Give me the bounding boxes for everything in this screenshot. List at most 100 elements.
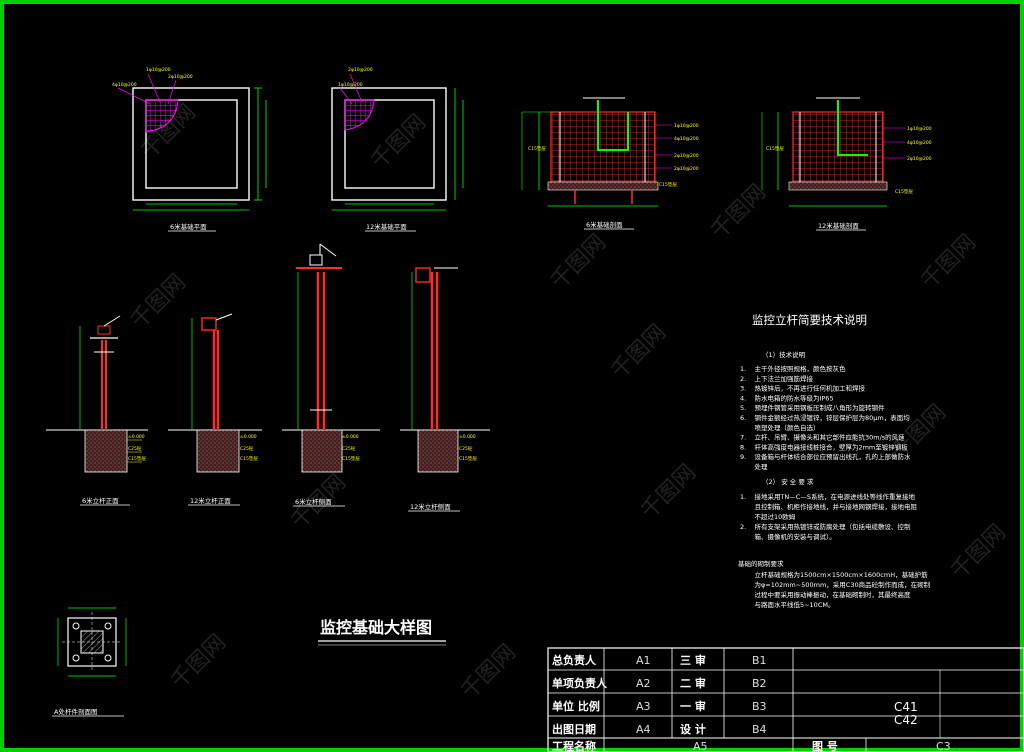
spec-line: 4. 防水电箱的防水等级为IP65 (740, 393, 834, 402)
title-block-value: B3 (752, 700, 767, 713)
elevation-12m-front: ±0.000 C25砼 C15垫层 12米立杆正面 (168, 313, 262, 506)
rebar-note: 2φ10@200 (674, 153, 699, 159)
spec-line: 且控制箱、机柜作接地线，并与接地网钢焊接，接地电阻 (740, 502, 917, 511)
rebar-note: 2φ10@200 (674, 166, 699, 172)
dim-note: C15垫层 (528, 145, 546, 152)
watermark-text: 千图网 (127, 270, 191, 334)
rebar-note: 4φ10@200 (674, 136, 699, 142)
spec-line: 不超过10欧姆 (740, 512, 796, 521)
ground-note: ±0.000 (459, 434, 476, 440)
spec-line: 3. 热镀锌后，不再进行任何机加工和焊接 (740, 384, 865, 393)
spec-sec2-list: 1. 接地采用TN—C—S系统，在电源进线处等线作重复接地 且控制箱、机柜作接地… (740, 492, 917, 541)
ground-note: C15垫层 (895, 188, 913, 195)
spec-line: 过程中要采用振动棒振动，在基础砌制时，其最终高度 (740, 590, 911, 599)
view-label-plan-6m: 6米基础平面 (170, 222, 207, 231)
ground-note: C15垫层 (459, 455, 477, 462)
title-block-label: 单位 比例 (552, 699, 600, 713)
dim-note: C15垫层 (766, 145, 784, 152)
rebar-note: 1φ10@200 (907, 126, 932, 132)
section-view-12m: C15垫层 1φ10@200 4φ10@200 2φ10@200 C15垫层 1… (761, 97, 932, 231)
title-block-value: A4 (636, 723, 651, 736)
watermark-text: 千图网 (707, 180, 771, 244)
spec-line: 喷塑处理（颜色自选） (740, 423, 819, 432)
ground-note: C15垫层 (240, 455, 258, 462)
title-block-label: 三 审 (680, 653, 706, 667)
plan-view-12m: 1φ10@200 2φ10@200 12米基础平面 (331, 67, 464, 232)
watermark-text: 千图网 (947, 520, 1011, 584)
watermark-text: 千图网 (457, 640, 521, 704)
title-block-value: B2 (752, 677, 767, 690)
spec-line: 2. 上下法兰加强筋焊接 (740, 374, 813, 383)
spec-line: 1. 主干外径按照规格，颜色按灰色 (740, 364, 846, 373)
spec-line: 9. 设备箱与杆体结合部位应预留出线孔，孔的上部做防水 (740, 452, 911, 461)
spec-line: 8. 杆体高强度电器接线桩接合，壁厚为2mm至镀锌钢板 (740, 442, 908, 451)
rebar-note: 1φ10@200 (338, 82, 363, 88)
watermark-text: 千图网 (917, 230, 981, 294)
plan-view-6m: 4φ10@200 1φ10@200 2φ10@200 6米基础平面 (112, 67, 267, 232)
watermark-text: 千图网 (547, 230, 611, 294)
watermark-text: 千图网 (637, 460, 701, 524)
rebar-note: 2φ10@200 (168, 74, 193, 80)
watermark-layer: 千图网千图网千图网千图网千图网千图网千图网千图网千图网千图网千图网千图网千图网 (127, 100, 1011, 704)
drawing-no-label: 图 号 (812, 740, 838, 752)
rebar-note: 2φ10@200 (907, 156, 932, 162)
title-block-label: 总负责人 (552, 653, 597, 667)
ground-note: C25砼 (128, 445, 142, 452)
spec-line: 1. 接地采用TN—C—S系统，在电源进线处等线作重复接地 (740, 492, 915, 501)
spec-line: 为φ=102mm~500mm，采用C30商品砼制作而成，在砌制 (740, 580, 931, 589)
main-title-block: 监控基础大样图 (318, 618, 446, 646)
title-block-value: A2 (636, 677, 651, 690)
title-block-label: 出图日期 (552, 722, 596, 736)
ground-note: C25砼 (240, 445, 254, 452)
title-block-value: B4 (752, 723, 767, 736)
elevation-12m-side: ±0.000 C25砼 C15垫层 12米立杆侧面 (400, 267, 490, 512)
ground-note: ±0.000 (128, 434, 145, 440)
rebar-note: 4φ10@200 (907, 140, 932, 146)
view-label-elev-6m-front: 6米立杆正面 (82, 496, 119, 505)
view-label-section-12m: 12米基础剖面 (818, 221, 859, 230)
rebar-note: 1φ10@200 (674, 123, 699, 129)
ground-note: C25砼 (459, 445, 473, 452)
elevation-6m-side: ±0.000 C25砼 C15垫层 6米立杆侧面 (282, 243, 380, 507)
spec-line: 5. 预埋件钢管采用钢板压制成八角形为旋转钢件 (740, 403, 885, 412)
watermark-text: 千图网 (887, 400, 951, 464)
spec-line: 处理 (740, 462, 768, 471)
project-name-label: 工程名称 (552, 739, 596, 752)
watermark-text: 千图网 (167, 630, 231, 694)
rebar-note: 2φ10@200 (348, 67, 373, 73)
flange-detail: A处杆件剖面图 (52, 607, 127, 717)
title-block-value: B1 (752, 654, 767, 667)
watermark-text: 千图网 (607, 320, 671, 384)
ground-note: ±0.000 (342, 434, 359, 440)
title-block-label: 设 计 (680, 722, 706, 736)
view-label-elev-12m-side: 12米立杆侧面 (410, 502, 451, 511)
ground-note: ±0.000 (240, 434, 257, 440)
spec-line: 6. 钢件金额经过热浸镀锌，锌层保护层为80μm，表面均 (740, 413, 910, 422)
view-label-section-6m: 6米基础剖面 (586, 220, 623, 229)
title-block-value: A3 (636, 700, 651, 713)
spec-sec1-heading: （1）技术说明 (762, 350, 806, 359)
elevation-6m-front: ±0.000 C25砼 C15垫层 6米立杆正面 (46, 315, 148, 506)
big-code-2: C42 (894, 713, 918, 727)
spec-line: 箱、摄像机的安装与调试）。 (740, 532, 836, 541)
title-block-label: 单项负责人 (552, 676, 608, 690)
title-block-label: 一 审 (680, 699, 706, 713)
ground-note: C15垫层 (342, 455, 360, 462)
spec-line: 与路面水平线低5~10CM。 (740, 600, 834, 609)
big-code-1: C41 (894, 700, 918, 714)
view-label-flange: A处杆件剖面图 (54, 707, 97, 716)
spec-sec3-heading: 基础的砌制要求 (738, 559, 784, 568)
rebar-note: 4φ10@200 (112, 82, 137, 88)
view-label-elev-12m-front: 12米立杆正面 (190, 496, 231, 505)
main-title: 监控基础大样图 (320, 618, 432, 637)
view-label-plan-12m: 12米基础平面 (366, 222, 407, 231)
spec-line: 7. 立杆、吊臂、摄像头和其它部件应能抗30m/s的风速 (740, 433, 905, 442)
view-label-elev-6m-side: 6米立杆侧面 (295, 497, 332, 506)
ground-note: C25砼 (342, 445, 356, 452)
title-block-value: A1 (636, 654, 651, 667)
rebar-note: 1φ10@200 (146, 67, 171, 73)
